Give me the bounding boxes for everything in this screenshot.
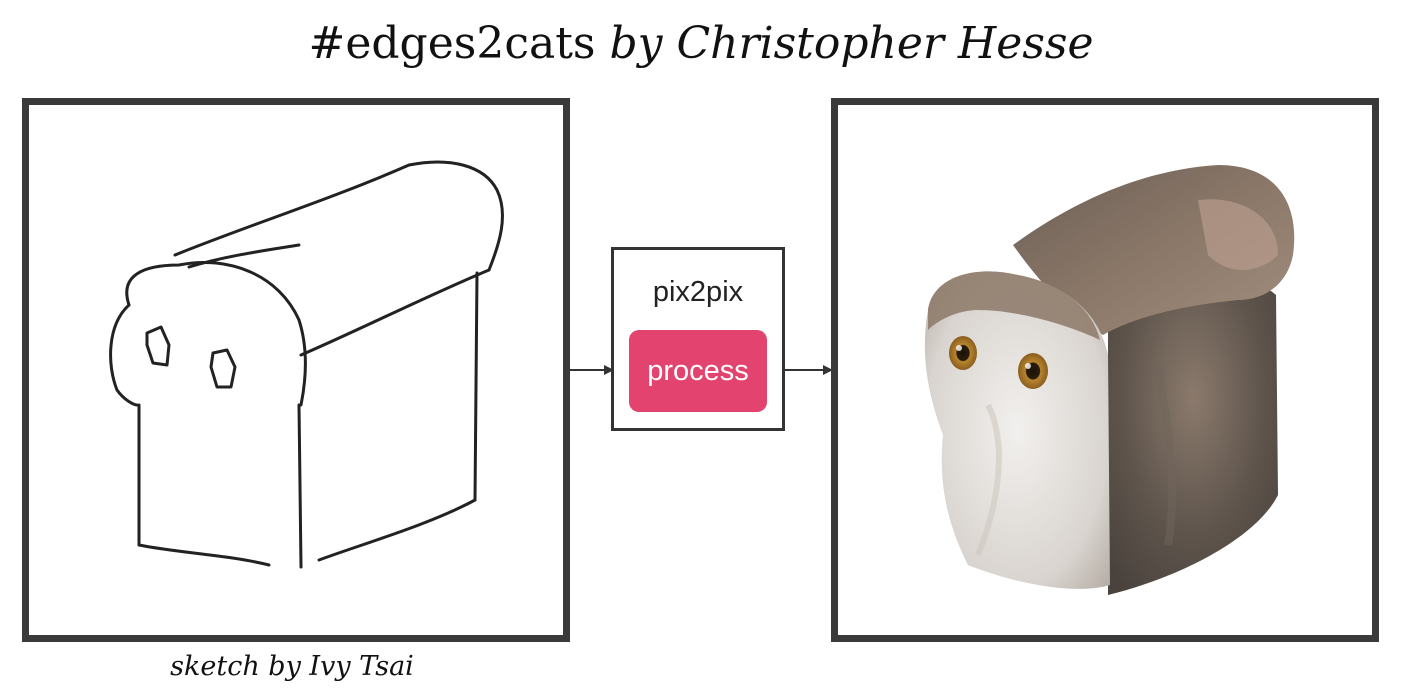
sketch-drawing [109, 160, 504, 569]
output-arrow-icon [785, 360, 833, 380]
title-byline: by Christopher Hesse [609, 18, 1094, 69]
input-sketch-canvas[interactable] [22, 98, 570, 642]
generated-cat-image [924, 165, 1295, 595]
model-name: pix2pix [652, 276, 744, 308]
input-arrow-icon [570, 360, 614, 380]
model-box: pix2pix process [611, 247, 785, 431]
process-button[interactable]: process [629, 330, 767, 412]
output-image-panel [831, 98, 1379, 642]
title-main: #edges2cats [308, 18, 596, 69]
page-title: #edges2cats by Christopher Hesse [0, 14, 1402, 74]
sketch-caption: sketch by Ivy Tsai [170, 651, 414, 682]
